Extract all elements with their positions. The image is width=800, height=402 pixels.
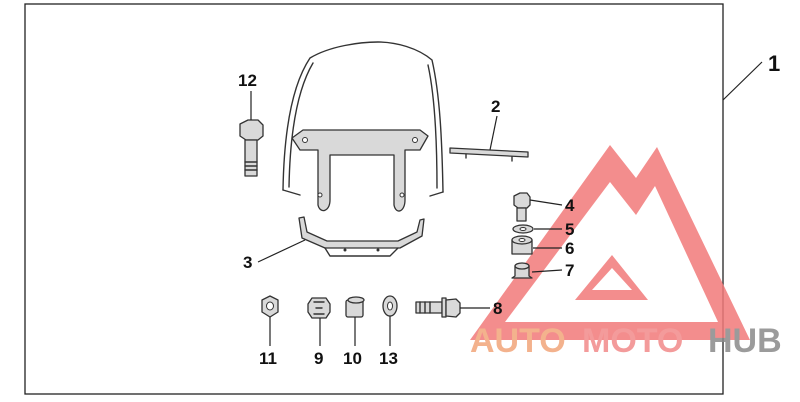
part-3: 3 [243,216,425,272]
part-5: 5 [512,220,574,239]
label-part-5: 5 [565,220,574,239]
watermark-text-moto: MOTO [582,322,683,360]
windshield-assembly [282,41,444,212]
lower-bracket-lip [324,247,399,257]
bracket-hole-r2 [399,192,405,198]
label-part-3: 3 [243,253,252,272]
lower-bracket-hole-l [343,248,347,252]
watermark-text-hub: HUB [708,322,782,360]
label-part-2: 2 [491,97,500,116]
bolt-4-head [513,192,531,209]
windshield-inner [288,62,314,188]
leader-7 [531,269,563,273]
windshield [282,41,444,193]
windshield-bracket [291,129,429,212]
part-2: 2 [449,97,529,162]
label-part-11: 11 [259,349,277,368]
part-6: 6 [511,235,574,258]
watermark-inner-triangle [575,255,648,300]
part-12: 12 [238,71,264,177]
label-assembly-1: 1 [768,51,780,76]
nut-11-hole [266,301,274,311]
watermark-text-auto: AUTO [470,322,566,360]
part-4: 4 [513,192,575,222]
bolt-12-thread [244,161,258,171]
collar-7-top [514,262,530,270]
leader-2 [489,115,498,151]
bolt-12-shank [244,139,258,177]
label-part-8: 8 [493,299,502,318]
leader-3 [257,239,306,263]
label-part-12: 12 [238,71,257,90]
leader-1 [722,61,763,101]
bracket-hole-l2 [317,192,323,198]
label-part-4: 4 [565,196,575,215]
bolt-8-thread [419,301,431,314]
label-part-7: 7 [565,261,574,280]
diagram-frame [24,3,724,395]
windshield-base [282,189,444,197]
rubber-mount-9-slot [313,301,325,315]
bolt-12-head [239,119,264,141]
label-part-9: 9 [314,349,323,368]
spacer-10-end [347,296,365,304]
watermark-logo: AUTO MOTO HUB [470,145,782,360]
part-13: 13 [379,295,398,368]
watermark-triangle [470,145,750,340]
leader-4 [529,199,563,206]
bolt-4-shank [516,207,527,222]
bolt-8-head [445,298,461,318]
lower-bracket-hole-r [376,248,380,252]
label-part-13: 13 [379,349,398,368]
bracket-hole-left [302,137,308,143]
part-8: 8 [415,297,502,318]
washer-5-hole [519,227,527,231]
washer-13-hole [387,301,393,311]
mounting-strip-tab [465,153,513,162]
part-7: 7 [511,261,574,280]
grommet-6-hole [518,238,526,242]
part-9: 9 [307,297,331,368]
lower-bracket [298,216,425,249]
mounting-strip [449,147,529,158]
label-part-6: 6 [565,239,574,258]
bracket-hole-right [412,137,418,143]
part-10: 10 [343,296,365,368]
label-part-10: 10 [343,349,362,368]
windshield-inner-right [427,64,438,189]
part-11: 11 [259,295,279,368]
